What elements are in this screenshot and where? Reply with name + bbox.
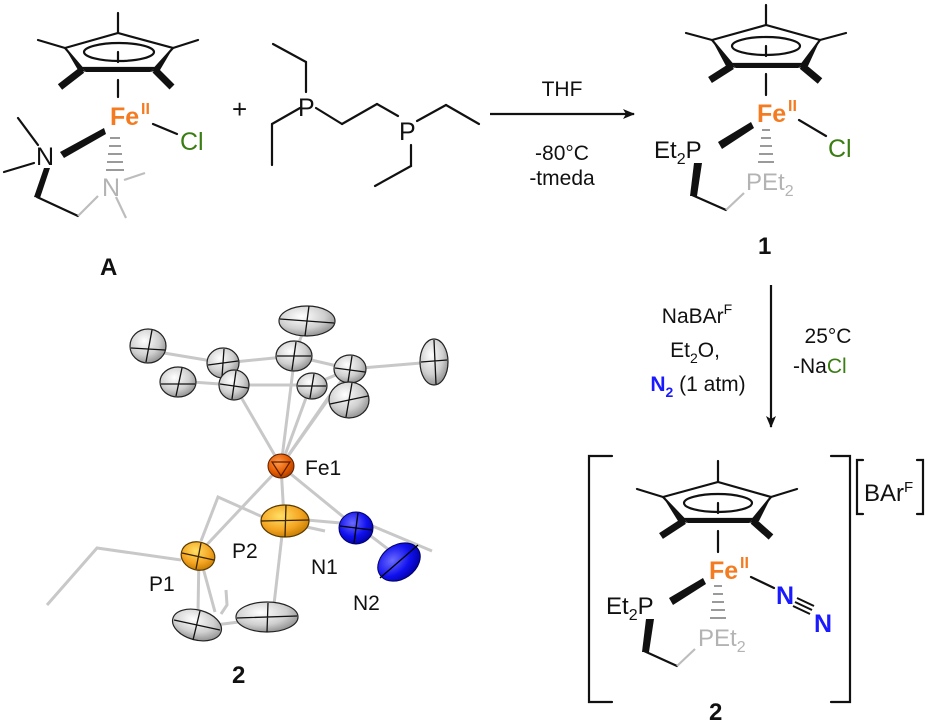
crystal-structure: Fe1 P1 P2 N1 N2 2 [45, 305, 449, 689]
chloride-a: Cl [180, 128, 204, 156]
dinitrogen-n2: N [814, 610, 832, 638]
temperature-label: -80°C [535, 142, 589, 165]
solvent-label: THF [542, 78, 583, 101]
byproduct-nacl: -NaCl [793, 355, 847, 378]
iron-atom-2: Fe [709, 557, 738, 585]
plus-sign: + [232, 94, 247, 124]
depe-ligand: P P [270, 42, 481, 188]
atom-label-n2: N2 [353, 592, 380, 615]
anion-brackets [855, 458, 865, 516]
phosphorus-2: P [399, 118, 416, 146]
oxidation-state-a: II [141, 101, 150, 118]
phosphine-front-2: Et2P [606, 593, 654, 624]
step2-arrow-group: NaBArF Et2O, N2 (1 atm) 25°C -NaCl [650, 285, 852, 428]
atom-label-n1: N1 [311, 556, 338, 579]
compound-2: BArF Fe II N N Et2P [587, 454, 925, 724]
amine-n-front: N [36, 143, 54, 171]
byproduct-label: -tmeda [529, 167, 595, 190]
triple-bond [792, 597, 815, 615]
anion-bracket-right [915, 458, 925, 516]
phosphorus-1: P [298, 94, 315, 122]
cation-bracket-right [829, 454, 852, 704]
nitrogen-ellipsoids [338, 511, 421, 582]
compound-1: Fe II Cl Et2P PEt2 1 [654, 3, 852, 260]
cp-star-ring-2 [635, 459, 799, 554]
phosphine-back-2: PEt2 [698, 625, 746, 656]
iron-atom-a: Fe [110, 103, 139, 131]
phosphorus-ellipsoids [180, 504, 310, 571]
dinitrogen-atmosphere: N2 (1 atm) [650, 373, 745, 400]
iron-ellipsoid [267, 453, 295, 479]
atom-label-p1: P1 [149, 573, 175, 596]
oxidation-state-1: II [788, 98, 797, 115]
phosphine-back-1: PEt2 [746, 169, 794, 200]
cp-star-ring-1 [684, 3, 848, 97]
atom-label-fe1: Fe1 [305, 457, 341, 480]
solvent-et2o: Et2O, [670, 339, 720, 366]
dinitrogen-n1: N [776, 582, 794, 610]
cation-bracket-left [587, 454, 614, 704]
compound-a: Fe II Cl N N A [2, 11, 204, 281]
compound-2-label: 2 [709, 699, 722, 724]
temperature-label-2: 25°C [805, 325, 852, 348]
amine-n-back: N [102, 174, 120, 202]
iron-atom-1: Fe [757, 100, 786, 128]
phosphine-front-1: Et2P [654, 137, 702, 168]
counterion-barf: BArF [864, 479, 913, 507]
compound-1-label: 1 [758, 233, 771, 260]
cp-star-ring-a [36, 11, 200, 99]
compound-a-label: A [100, 254, 117, 281]
carbon-ellipsoids [129, 305, 449, 642]
oxidation-state-2: II [740, 555, 749, 572]
crystal-structure-label: 2 [232, 662, 245, 689]
atom-label-p2: P2 [232, 540, 258, 563]
step1-arrow-group: THF -80°C -tmeda [490, 78, 635, 190]
reagent-nabarf: NaBArF [662, 301, 732, 328]
chloride-1: Cl [828, 135, 852, 163]
